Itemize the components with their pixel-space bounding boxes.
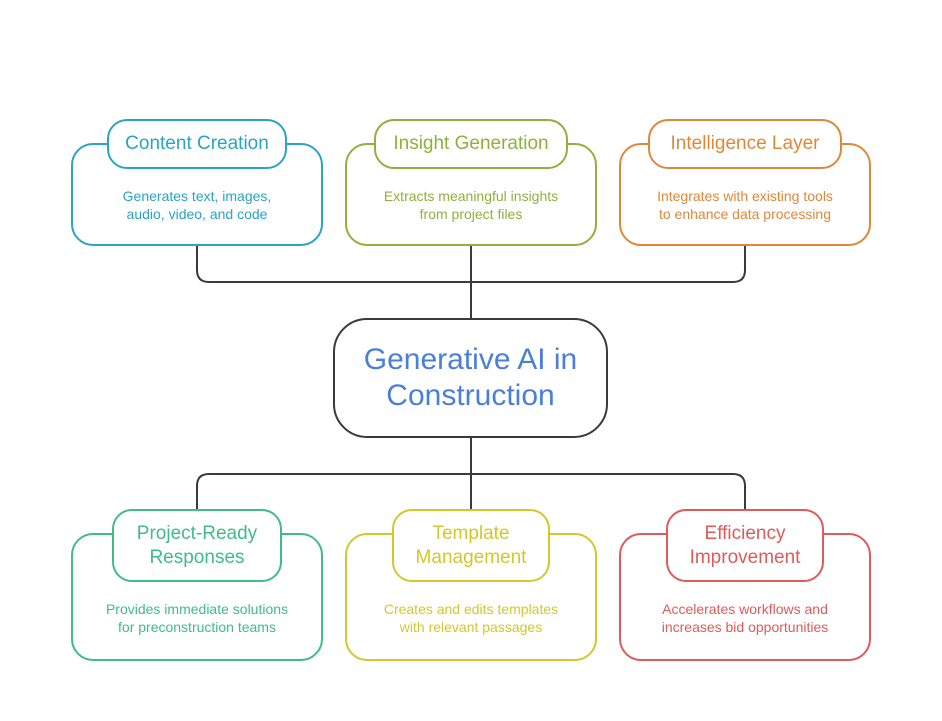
- insight-generation-title: Insight Generation: [374, 119, 568, 169]
- node-description: Accelerates workflows and increases bid …: [661, 601, 829, 635]
- connector-top: [196, 246, 746, 318]
- template-management-title: Template Management: [392, 509, 550, 582]
- node-description: Integrates with existing tools to enhanc…: [657, 188, 833, 222]
- efficiency-improvement-title: Efficiency Improvement: [666, 509, 824, 582]
- node-description: Extracts meaningful insights from projec…: [383, 188, 559, 222]
- node-description: Provides immediate solutions for precons…: [105, 601, 289, 635]
- node-description: Creates and edits templates with relevan…: [383, 601, 559, 635]
- connector-bottom: [196, 438, 746, 533]
- intelligence-layer-title: Intelligence Layer: [648, 119, 842, 169]
- node-description: Generates text, images, audio, video, an…: [122, 188, 272, 222]
- project-ready-responses-title: Project-Ready Responses: [112, 509, 282, 582]
- content-creation-title: Content Creation: [107, 119, 287, 169]
- central-node: Generative AI in Construction: [333, 318, 608, 438]
